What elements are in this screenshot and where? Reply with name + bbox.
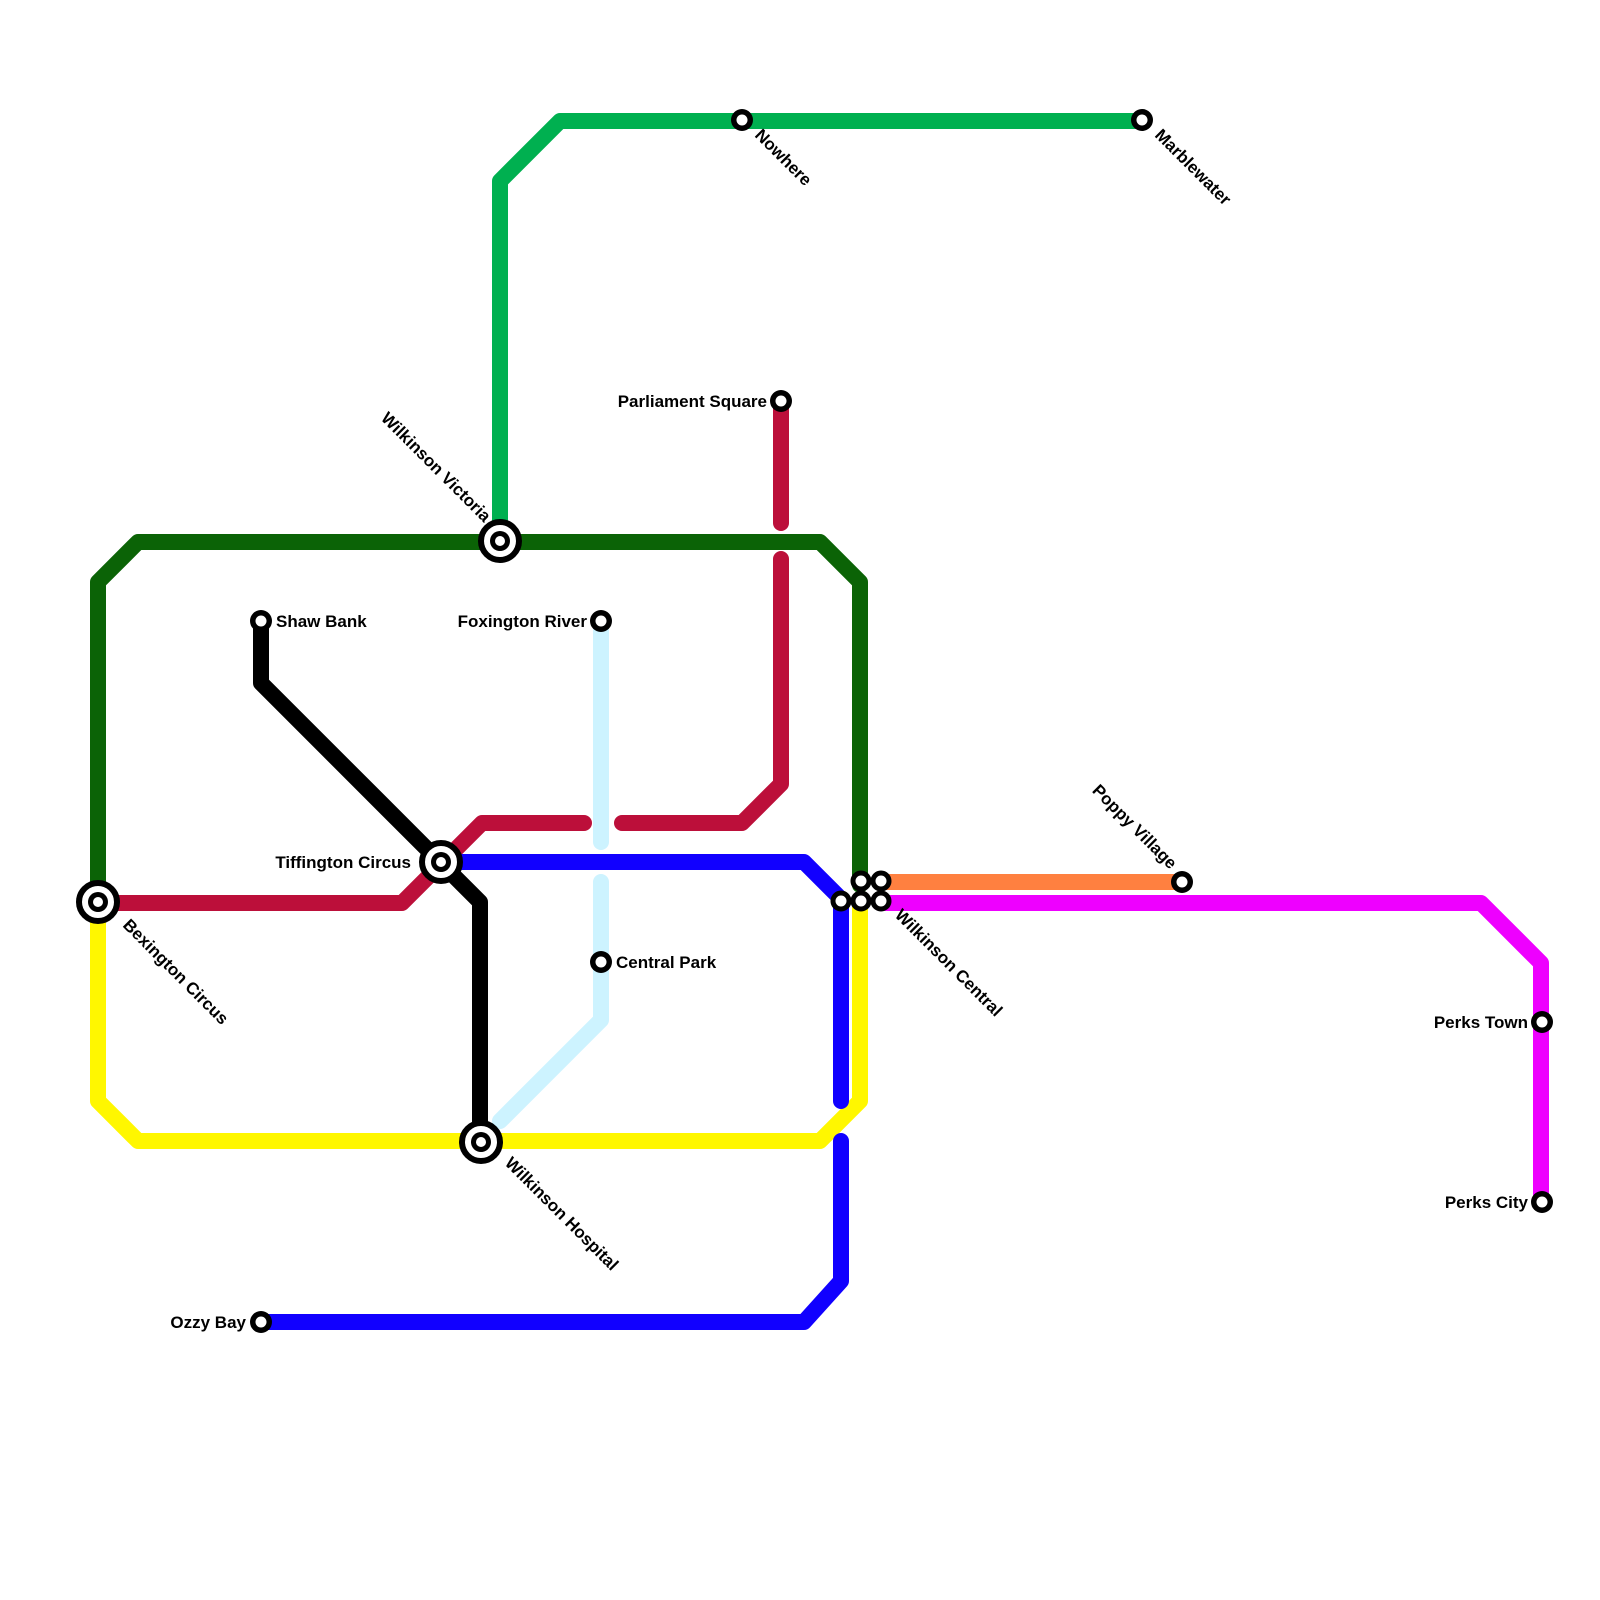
station-bexington-circus[interactable] <box>76 880 120 924</box>
label-wilkinson-central: Wilkinson Central <box>891 905 1006 1020</box>
station-shaw-bank[interactable] <box>250 610 272 632</box>
line-light-blue-south <box>492 874 609 1129</box>
label-parliament-square: Parliament Square <box>618 392 767 411</box>
label-poppy-village: Poppy Village <box>1089 781 1181 873</box>
lines <box>90 113 1549 1330</box>
station-poppy-village[interactable] <box>1171 871 1193 893</box>
label-nowhere: Nowhere <box>751 125 815 189</box>
label-tiffington-circus: Tiffington Circus <box>275 853 411 872</box>
label-marblewater: Marblewater <box>1151 125 1235 209</box>
station-foxington-river[interactable] <box>590 610 612 632</box>
label-ozzy-bay: Ozzy Bay <box>170 1313 246 1332</box>
line-crimson-main <box>614 551 789 831</box>
label-bexington-circus: Bexington Circus <box>119 915 232 1028</box>
label-shaw-bank: Shaw Bank <box>276 612 367 631</box>
station-nowhere[interactable] <box>731 109 753 131</box>
line-blue-north <box>432 854 849 1109</box>
station-wilkinson-hospital[interactable] <box>459 1120 503 1164</box>
station-ozzy-bay[interactable] <box>250 1311 272 1333</box>
labels: Nowhere Marblewater Parliament Square Wi… <box>119 125 1528 1332</box>
line-magenta <box>872 895 1549 1210</box>
station-central-park[interactable] <box>590 951 612 973</box>
label-wilkinson-hospital: Wilkinson Hospital <box>501 1153 622 1274</box>
station-perks-city[interactable] <box>1531 1191 1553 1213</box>
station-perks-town[interactable] <box>1531 1011 1553 1033</box>
label-foxington-river: Foxington River <box>458 612 588 631</box>
stations <box>76 109 1553 1333</box>
line-green <box>492 113 1150 550</box>
label-central-park: Central Park <box>616 953 717 972</box>
label-wilkinson-victoria: Wilkinson Victoria <box>377 409 495 527</box>
label-perks-town: Perks Town <box>1434 1013 1528 1032</box>
label-perks-city: Perks City <box>1445 1193 1529 1212</box>
station-wilkinson-central[interactable] <box>830 870 892 912</box>
station-parliament-square[interactable] <box>770 390 792 412</box>
station-tiffington-circus[interactable] <box>419 840 463 884</box>
station-marblewater[interactable] <box>1131 109 1153 131</box>
station-wilkinson-victoria[interactable] <box>478 519 522 563</box>
line-blue-south <box>253 1133 849 1330</box>
